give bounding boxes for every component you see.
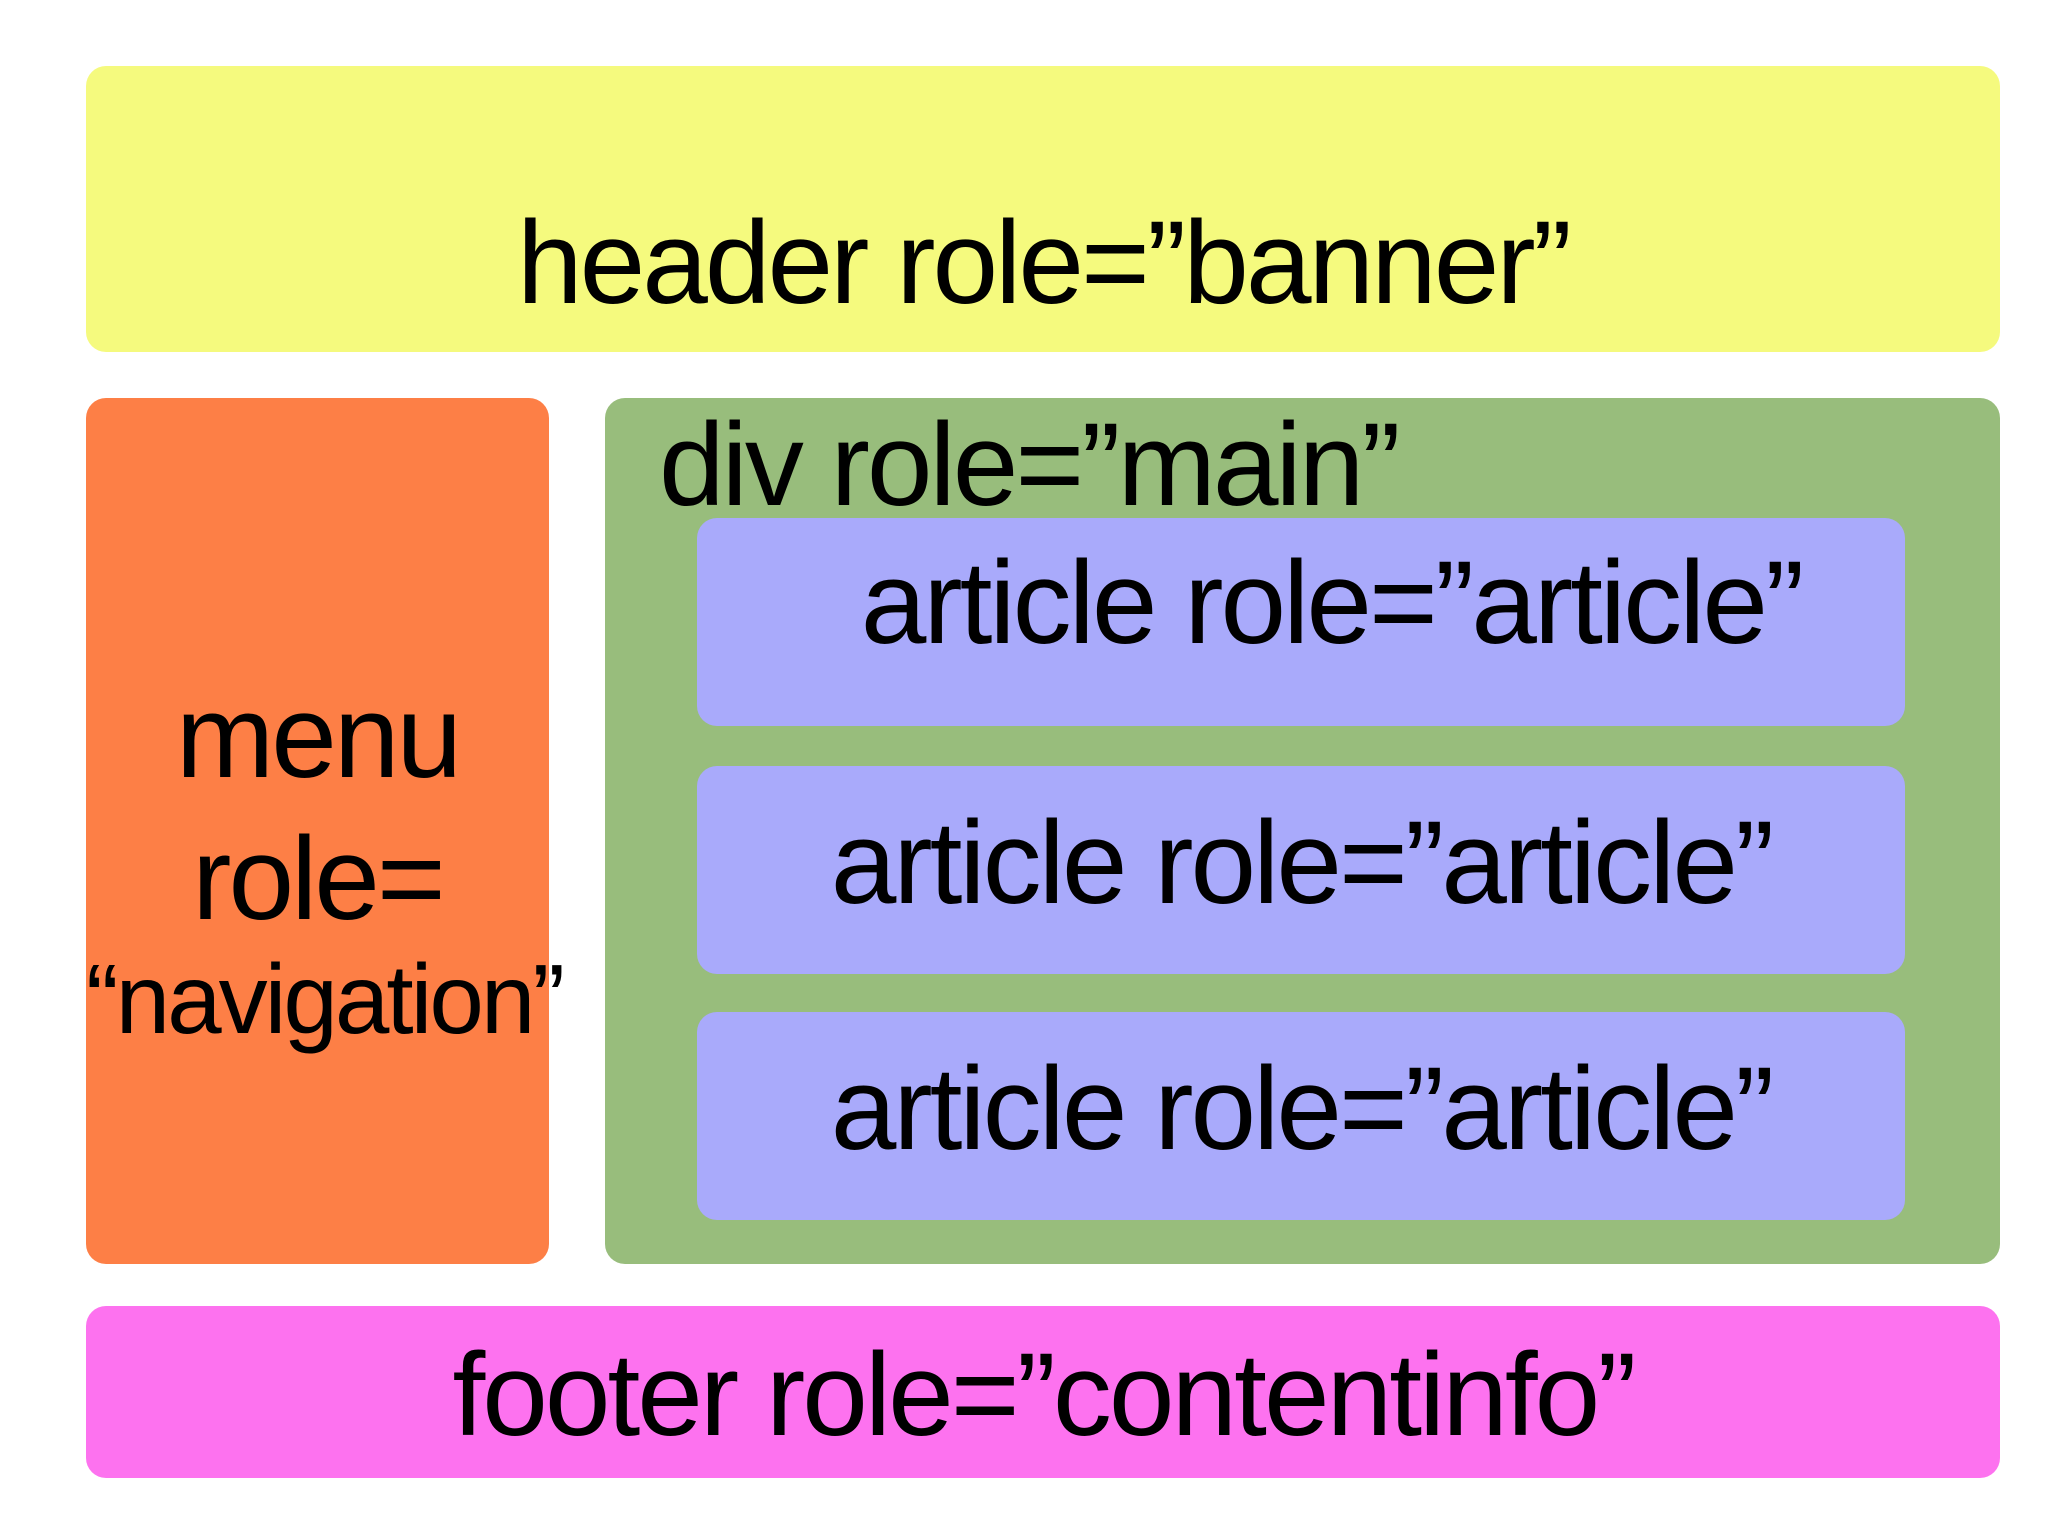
navigation-label-line-1: menu (175, 671, 462, 803)
footer-contentinfo-label: footer role=”contentinfo” (452, 1329, 1636, 1461)
main-region-label: div role=”main” (659, 399, 1401, 531)
article-region-1: article role=”article” (697, 518, 1905, 726)
navigation-label-line-3: “navigation” (86, 944, 565, 1054)
article-label-2: article role=”article” (830, 797, 1775, 929)
header-banner-region: header role=”banner” (86, 66, 2000, 352)
footer-contentinfo-region: footer role=”contentinfo” (86, 1306, 2000, 1478)
article-region-2: article role=”article” (697, 766, 1905, 974)
navigation-menu-region: menu role= “navigation” (86, 398, 565, 1264)
article-label-3: article role=”article” (830, 1043, 1775, 1175)
header-banner-label: header role=”banner” (517, 197, 1572, 329)
main-region: div role=”main” article role=”article” a… (605, 398, 2000, 1264)
navigation-label-line-2: role= (192, 813, 446, 945)
article-region-3: article role=”article” (697, 1012, 1905, 1220)
article-label-1: article role=”article” (860, 537, 1805, 669)
